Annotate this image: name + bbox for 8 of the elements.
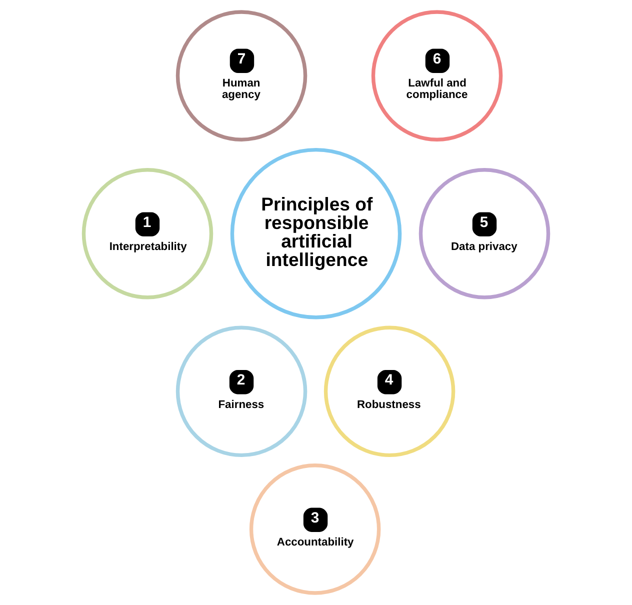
node-circle: 6 Lawful and compliance [371, 10, 503, 142]
node-circle: 4 Robustness [324, 326, 456, 458]
node-circle: 2 Fairness [176, 326, 308, 458]
node-circle: Principles of responsible artificial intelligence [230, 148, 402, 320]
node-circle: 1 Interpretability [82, 168, 214, 300]
node-circle: 3 Accountability [249, 464, 381, 595]
node-circle: 7 Human agency [176, 10, 308, 142]
node-circle: 5 Data privacy [418, 168, 550, 300]
